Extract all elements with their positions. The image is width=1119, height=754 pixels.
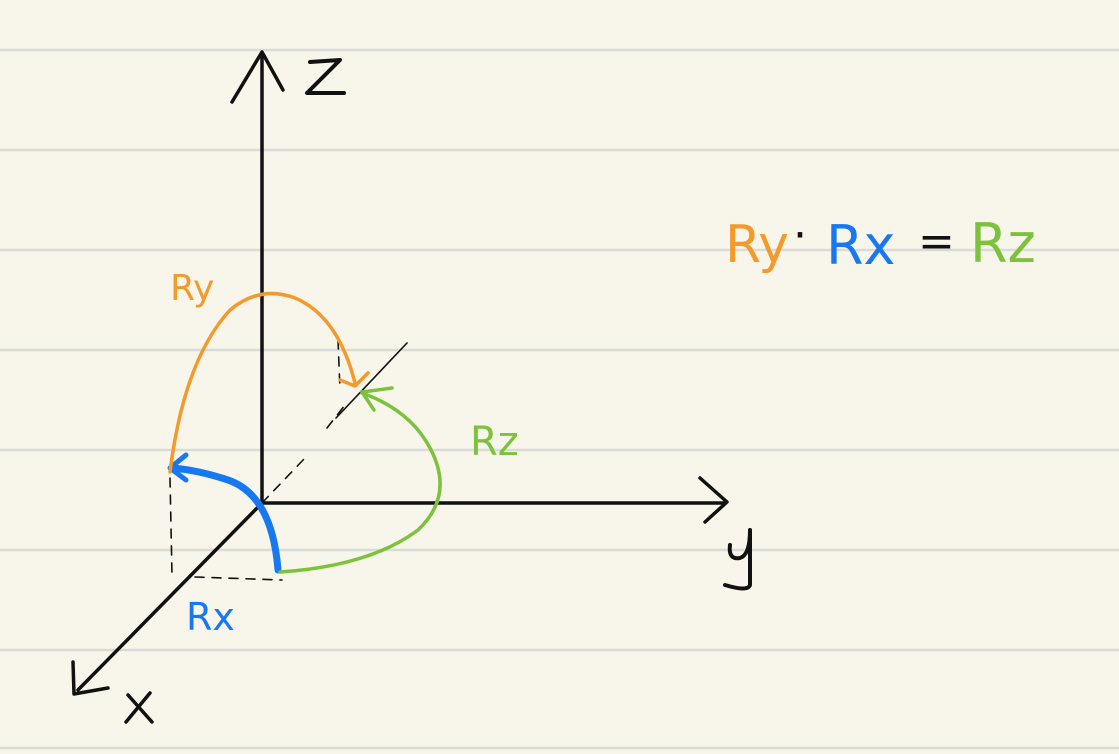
x-axis [76,501,264,692]
dashed-guide-diagonal [261,457,306,504]
ry-label: Ry [170,268,214,309]
dashed-guide-vertical [169,477,173,576]
dashed-guide-short [337,339,341,391]
ry-arrowhead [338,371,370,388]
equation: Ry · Rx = Rz [725,210,1036,277]
equation-dot: · [793,210,807,261]
target-axis-line [335,342,408,419]
dashed-guide-lower [326,404,346,429]
y-letter [723,528,752,591]
rx-label: Rx [186,595,235,639]
equation-term-rx: Rx [826,214,895,277]
rz-label: Rz [470,419,519,465]
dashed-guide-bottom [194,576,283,581]
equation-term-ry: Ry [725,215,789,275]
y-axis-arrowhead [698,476,729,524]
y-axis-label: y [732,579,733,581]
z-letter [305,58,346,95]
ry-rotation-arc [168,291,357,474]
rz-arrowhead [360,386,394,412]
z-axis-arrowhead [230,50,285,104]
equation-equals: = [918,216,955,267]
x-letter [124,691,154,724]
ruled-lines [0,48,1119,750]
rz-rotation-arc [278,391,442,574]
x-axis-arrowhead [71,660,110,696]
equation-term-rz: Rz [970,212,1036,275]
rx-rotation-arc [168,464,282,574]
